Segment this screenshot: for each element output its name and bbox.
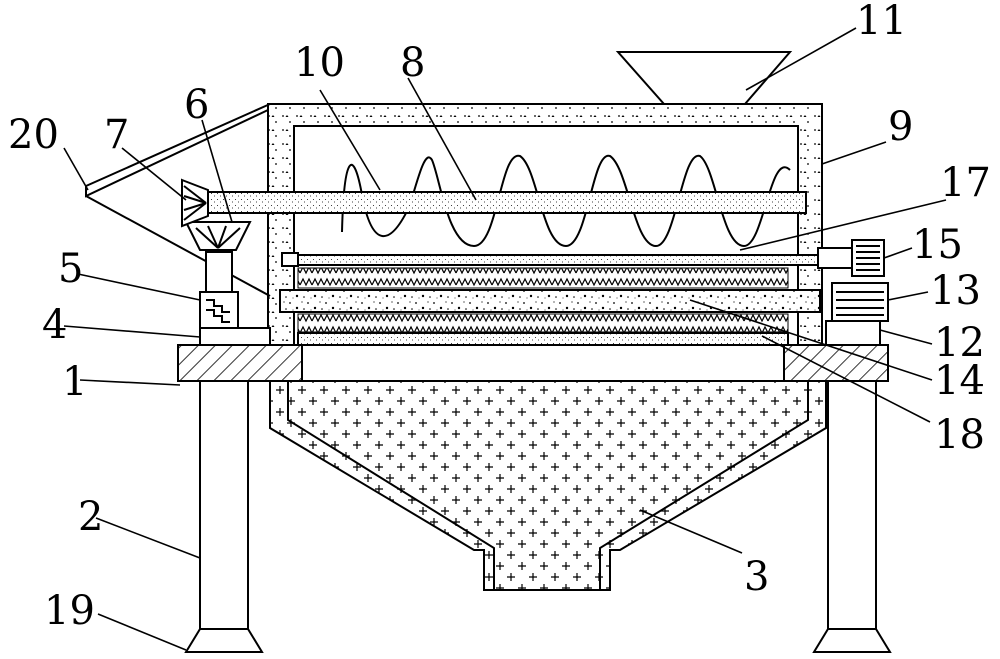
label-10: 10 — [294, 40, 345, 86]
vibrating-screen — [279, 289, 821, 313]
label-18: 18 — [934, 412, 985, 458]
label-19: 19 — [44, 588, 95, 634]
leader-lines — [63, 27, 947, 651]
label-6: 6 — [184, 82, 209, 128]
label-13: 13 — [930, 268, 981, 314]
label-14: 14 — [934, 358, 985, 404]
upper-screen — [281, 247, 855, 269]
auger-shaft — [207, 191, 807, 214]
leg-right — [812, 380, 892, 653]
label-7: 7 — [104, 112, 129, 158]
lower-screen — [297, 332, 789, 346]
lower-spring-row — [297, 313, 789, 333]
motor-support — [825, 320, 881, 346]
label-3: 3 — [744, 554, 769, 600]
spiral-blade — [341, 154, 791, 248]
bevel-gear-horizontal — [184, 221, 252, 251]
label-12: 12 — [934, 320, 985, 366]
label-1: 1 — [62, 359, 87, 405]
base-plate — [177, 344, 889, 382]
label-17: 17 — [940, 160, 991, 206]
label-15: 15 — [912, 222, 963, 268]
label-8: 8 — [400, 40, 425, 86]
label-20: 20 — [8, 112, 59, 158]
drive-support — [199, 251, 271, 346]
collection-hopper — [269, 380, 827, 591]
label-9: 9 — [888, 104, 913, 150]
label-5: 5 — [58, 246, 83, 292]
vibrator-box — [831, 282, 889, 322]
feed-funnel — [615, 51, 793, 105]
leg-left — [184, 380, 264, 653]
bevel-gear-vertical — [181, 178, 209, 228]
upper-spring-row — [297, 267, 789, 289]
bracket-frame — [85, 103, 271, 297]
label-2: 2 — [78, 494, 103, 540]
label-11: 11 — [856, 0, 907, 44]
label-4: 4 — [42, 302, 67, 348]
motor — [851, 239, 885, 277]
